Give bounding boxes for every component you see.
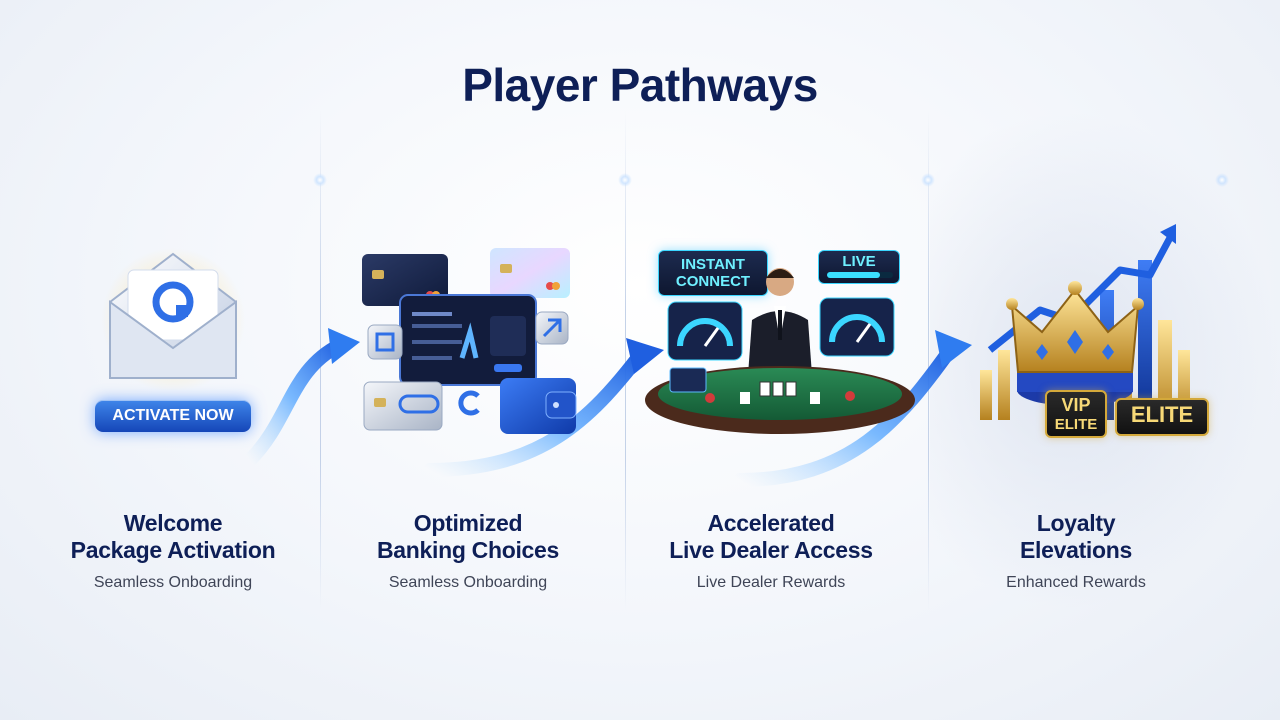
- vip-elite-badge: VIP ELITE: [1045, 390, 1107, 438]
- dealer-icon: [748, 268, 812, 375]
- sparkle-decoration: [313, 173, 327, 187]
- arrow-3: [733, 330, 972, 487]
- card-table-icon: [645, 366, 915, 434]
- c-logo-icon: [458, 390, 480, 416]
- transfer-icon: [367, 324, 403, 360]
- column-divider: [928, 110, 929, 610]
- step-2-text: Optimized Banking Choices Seamless Onboa…: [318, 510, 618, 592]
- envelope-icon: [98, 240, 248, 392]
- credit-card-icon: [490, 248, 570, 298]
- step-2-title: Optimized Banking Choices: [376, 510, 560, 563]
- step-3-title: Accelerated Live Dealer Access: [669, 510, 873, 563]
- activate-now-button[interactable]: ACTIVATE NOW: [95, 400, 251, 432]
- step-4-subtitle: Enhanced Rewards: [1006, 574, 1146, 591]
- credit-card-icon: [363, 381, 443, 431]
- exchange-icon: [535, 311, 569, 345]
- step-1-subtitle: Seamless Onboarding: [93, 574, 253, 591]
- speedometer-icon: [819, 297, 895, 357]
- live-dealer-illustration: INSTANT CONNECT LIVE: [640, 240, 920, 440]
- sparkle-decoration: [1215, 173, 1229, 187]
- column-divider: [625, 110, 626, 610]
- live-indicator-panel: LIVE: [818, 250, 900, 284]
- live-signal-bar: [827, 272, 893, 278]
- step-4-text: Loyalty Elevations Enhanced Rewards: [926, 510, 1226, 592]
- banking-illustration: [350, 240, 590, 440]
- loyalty-illustration: VIP ELITE ELITE: [950, 220, 1220, 450]
- dashboard-screen-icon: [399, 294, 537, 386]
- sparkle-decoration: [618, 173, 632, 187]
- speedometer-icon: [667, 301, 743, 361]
- step-2-subtitle: Seamless Onboarding: [388, 574, 548, 591]
- crown-icon: [1006, 281, 1144, 406]
- step-1-text: Welcome Package Activation Seamless Onbo…: [23, 510, 323, 592]
- wallet-icon: [500, 378, 577, 434]
- elite-badge: ELITE: [1115, 398, 1209, 436]
- step-4-title: Loyalty Elevations: [1019, 510, 1133, 563]
- sparkle-decoration: [921, 173, 935, 187]
- arrow-2: [423, 338, 664, 477]
- arrow-1: [243, 328, 360, 467]
- instant-connect-panel: INSTANT CONNECT: [658, 250, 768, 296]
- step-3-subtitle: Live Dealer Rewards: [696, 574, 846, 591]
- step-1-title: Welcome Package Activation: [70, 510, 276, 563]
- page-title: Player Pathways: [462, 59, 818, 111]
- step-3-text: Accelerated Live Dealer Access Live Deal…: [621, 510, 921, 592]
